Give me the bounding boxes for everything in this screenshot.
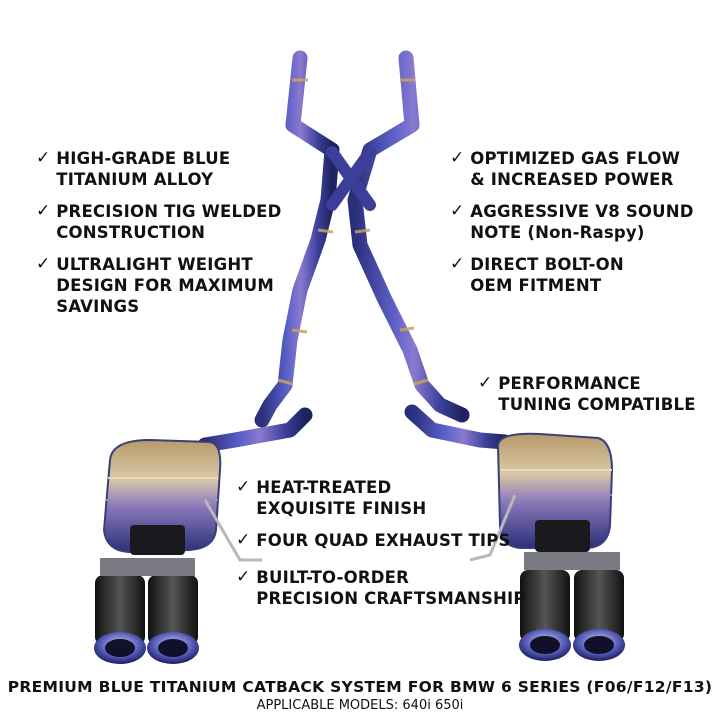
checkmark-icon: ✓ [36, 148, 51, 168]
feature-line: DIRECT BOLT-ON [470, 255, 624, 274]
feature-line: AGGRESSIVE V8 SOUND [470, 202, 694, 221]
feature-line: HIGH-GRADE BLUE [56, 149, 231, 168]
feature-line: PERFORMANCE [498, 374, 641, 393]
checkmark-icon: ✓ [450, 148, 465, 168]
feature-heat-treated: ✓ HEAT-TREATED EXQUISITE FINISH [236, 477, 426, 519]
right-pipe [347, 50, 513, 450]
left-exhaust-tips [94, 558, 199, 664]
feature-ultralight: ✓ ULTRALIGHT WEIGHT DESIGN FOR MAXIMUM S… [36, 254, 274, 317]
feature-line: OPTIMIZED GAS FLOW [470, 149, 680, 168]
feature-line: PRECISION TIG WELDED [56, 202, 282, 221]
left-pipe [197, 50, 340, 453]
applicable-models: APPLICABLE MODELS: 640i 650i [256, 698, 464, 713]
feature-titanium-alloy: ✓ HIGH-GRADE BLUE TITANIUM ALLOY [36, 148, 230, 190]
feature-line: BUILT-TO-ORDER [256, 568, 410, 587]
pipe-bands [277, 78, 429, 386]
feature-line: HEAT-TREATED [256, 478, 392, 497]
checkmark-icon: ✓ [236, 477, 251, 497]
feature-tuning: ✓ PERFORMANCE TUNING COMPATIBLE [478, 373, 696, 415]
feature-built-to-order: ✓ BUILT-TO-ORDER PRECISION CRAFTSMANSHIP [236, 567, 526, 609]
checkmark-icon: ✓ [478, 373, 493, 393]
checkmark-icon: ✓ [36, 254, 51, 274]
feature-line: ULTRALIGHT WEIGHT [56, 255, 253, 274]
checkmark-icon: ✓ [36, 201, 51, 221]
feature-line: FOUR QUAD EXHAUST TIPS [256, 531, 511, 550]
feature-line: TUNING COMPATIBLE [498, 395, 696, 414]
feature-bolt-on: ✓ DIRECT BOLT-ON OEM FITMENT [450, 254, 624, 296]
checkmark-icon: ✓ [450, 254, 465, 274]
product-title: PREMIUM BLUE TITANIUM CATBACK SYSTEM FOR… [7, 678, 713, 696]
left-muffler [102, 438, 262, 562]
feature-line: PRECISION CRAFTSMANSHIP [256, 589, 526, 608]
feature-gas-flow: ✓ OPTIMIZED GAS FLOW & INCREASED POWER [450, 148, 680, 190]
feature-line: TITANIUM ALLOY [56, 170, 214, 189]
feature-line: EXQUISITE FINISH [256, 499, 427, 518]
feature-line: NOTE (Non-Raspy) [470, 223, 645, 242]
feature-line: CONSTRUCTION [56, 223, 206, 242]
feature-line: & INCREASED POWER [470, 170, 674, 189]
checkmark-icon: ✓ [450, 201, 465, 221]
right-exhaust-tips [519, 552, 625, 661]
checkmark-icon: ✓ [236, 567, 251, 587]
feature-line: DESIGN FOR MAXIMUM [56, 276, 274, 295]
feature-tig-welded: ✓ PRECISION TIG WELDED CONSTRUCTION [36, 201, 282, 243]
feature-quad-tips: ✓ FOUR QUAD EXHAUST TIPS [236, 530, 511, 551]
feature-v8-sound: ✓ AGGRESSIVE V8 SOUND NOTE (Non-Raspy) [450, 201, 694, 243]
feature-line: OEM FITMENT [470, 276, 602, 295]
x-pipe [326, 146, 376, 211]
checkmark-icon: ✓ [236, 530, 251, 550]
right-muffler [469, 432, 614, 562]
feature-line: SAVINGS [56, 297, 140, 316]
